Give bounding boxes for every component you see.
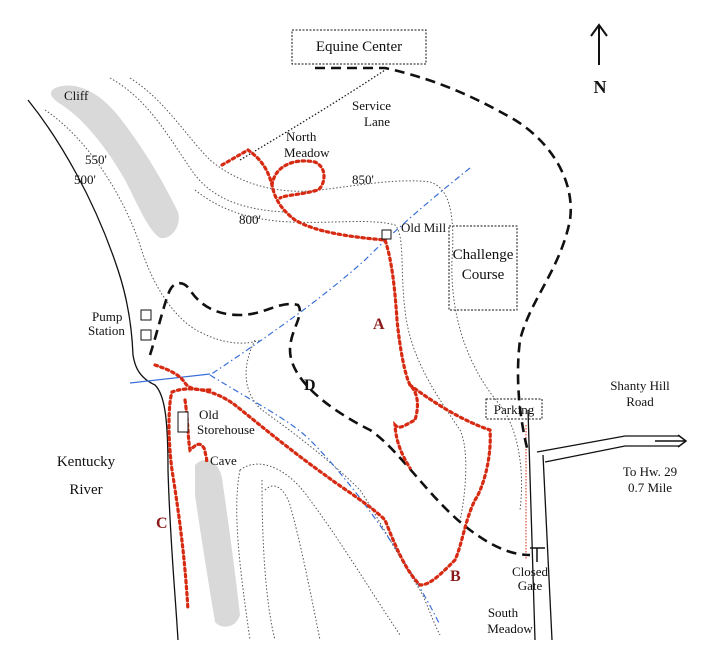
pump-station-icon-1 bbox=[140, 309, 152, 321]
equine-center-box bbox=[291, 29, 427, 65]
parking-label: Parking bbox=[494, 402, 535, 417]
shanty-hill-road bbox=[527, 409, 680, 641]
old-storehouse-label-2: Storehouse bbox=[197, 422, 255, 437]
trail-d-loop bbox=[148, 281, 531, 557]
challenge-course-label-1: Challenge bbox=[453, 247, 514, 263]
trail-c-label: C bbox=[156, 515, 168, 532]
service-lane-label-2: Lane bbox=[364, 114, 390, 129]
north-arrow-icon bbox=[590, 23, 608, 65]
kentucky-river-label-2: River bbox=[69, 482, 102, 498]
old-mill-label: Old Mill bbox=[401, 220, 447, 235]
trail-red-paths bbox=[153, 148, 492, 612]
north-meadow-label-1: North bbox=[286, 129, 317, 144]
old-storehouse-icon bbox=[177, 411, 189, 433]
shanty-hill-label-1: Shanty Hill bbox=[610, 378, 670, 393]
cave-label: Cave bbox=[210, 453, 237, 468]
elevation-550-label: 550' bbox=[85, 152, 107, 167]
elevation-800-label: 800' bbox=[239, 212, 261, 227]
trail-b-label: B bbox=[450, 568, 461, 585]
equine-center-label: Equine Center bbox=[316, 39, 402, 55]
south-meadow-label-2: Meadow bbox=[487, 621, 533, 636]
river-bank-rock-area bbox=[195, 459, 240, 627]
trail-d-label: D bbox=[304, 377, 316, 394]
pump-station-icon-2 bbox=[140, 329, 152, 341]
cliff-label: Cliff bbox=[64, 88, 89, 103]
to-hw-label-2: 0.7 Mile bbox=[628, 480, 672, 495]
trail-d-path bbox=[315, 66, 573, 453]
stream-outlet bbox=[129, 373, 211, 384]
stream-lines bbox=[209, 167, 471, 626]
south-meadow-label-1: South bbox=[488, 605, 519, 620]
cliff-rock-area bbox=[50, 85, 179, 239]
kentucky-river-label-1: Kentucky bbox=[57, 454, 116, 470]
to-hw-arrow bbox=[655, 434, 688, 448]
challenge-course-label-2: Course bbox=[462, 267, 505, 283]
parking-box bbox=[485, 398, 543, 420]
elevation-500-label: 500' bbox=[74, 172, 96, 187]
closed-gate-icon bbox=[530, 547, 545, 562]
old-storehouse-label-1: Old bbox=[199, 407, 219, 422]
trail-a-label: A bbox=[373, 316, 385, 333]
elevation-850-label: 850' bbox=[352, 172, 374, 187]
contour-lines bbox=[44, 77, 523, 641]
service-lane-path bbox=[239, 69, 386, 161]
shanty-hill-label-2: Road bbox=[626, 394, 654, 409]
north-label: N bbox=[594, 77, 607, 97]
service-lane-label-1: Service bbox=[352, 98, 391, 113]
river-bank-line bbox=[27, 99, 179, 641]
closed-gate-label-2: Gate bbox=[518, 578, 543, 593]
closed-gate-label-1: Closed bbox=[512, 564, 549, 579]
old-mill-icon bbox=[381, 229, 392, 240]
to-hw-label-1: To Hw. 29 bbox=[623, 464, 677, 479]
pump-station-label-2: Station bbox=[88, 323, 125, 338]
north-meadow-label-2: Meadow bbox=[284, 145, 330, 160]
pump-station-label-1: Pump bbox=[92, 309, 122, 324]
challenge-course-box bbox=[448, 225, 518, 311]
